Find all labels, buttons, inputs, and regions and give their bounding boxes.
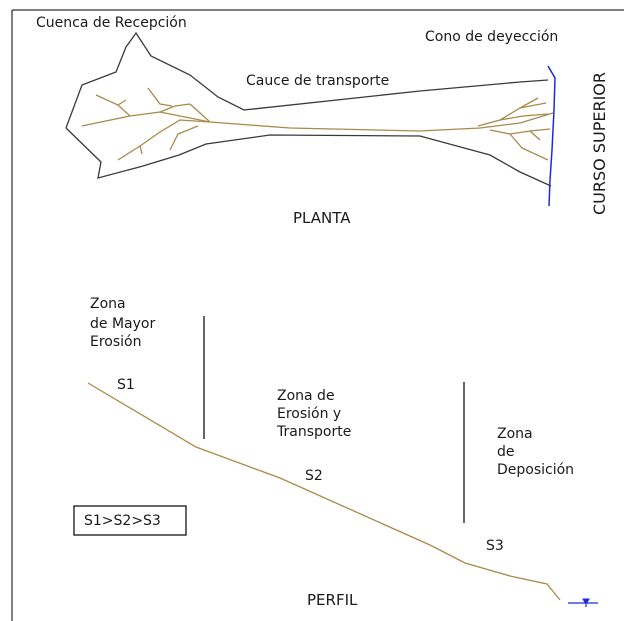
water-level-icon [568, 598, 598, 607]
main-channel-blue-line [547, 65, 556, 207]
basin-tributaries [81, 87, 211, 161]
main-river [95, 111, 554, 132]
cauce-label: Cauce de transporte [246, 73, 389, 89]
basin-outline [65, 31, 549, 129]
cono-label: Cono de deyección [425, 29, 558, 45]
basin-outline-lower [65, 127, 552, 187]
perfil-label: PERFIL [307, 591, 358, 609]
zona-erosion-transporte-label: Zona de Erosión y Transporte [276, 388, 351, 440]
zona-mayor-erosion-label: Zona de Mayor Erosión [90, 296, 160, 350]
river-profile-line [87, 382, 561, 601]
zona-deposicion-label: Zona de Deposición [497, 426, 574, 478]
slope-s2-label: S2 [305, 468, 323, 484]
slope-s3-label: S3 [486, 538, 504, 554]
formula-box [73, 505, 187, 536]
planta-label: PLANTA [293, 209, 351, 227]
slope-s1-label: S1 [117, 377, 135, 393]
formula-label: S1>S2>S3 [84, 513, 161, 529]
curso-superior-label: CURSO SUPERIOR [590, 72, 609, 215]
fan-distributaries [477, 97, 551, 161]
cuenca-label: Cuenca de Recepción [36, 15, 187, 31]
